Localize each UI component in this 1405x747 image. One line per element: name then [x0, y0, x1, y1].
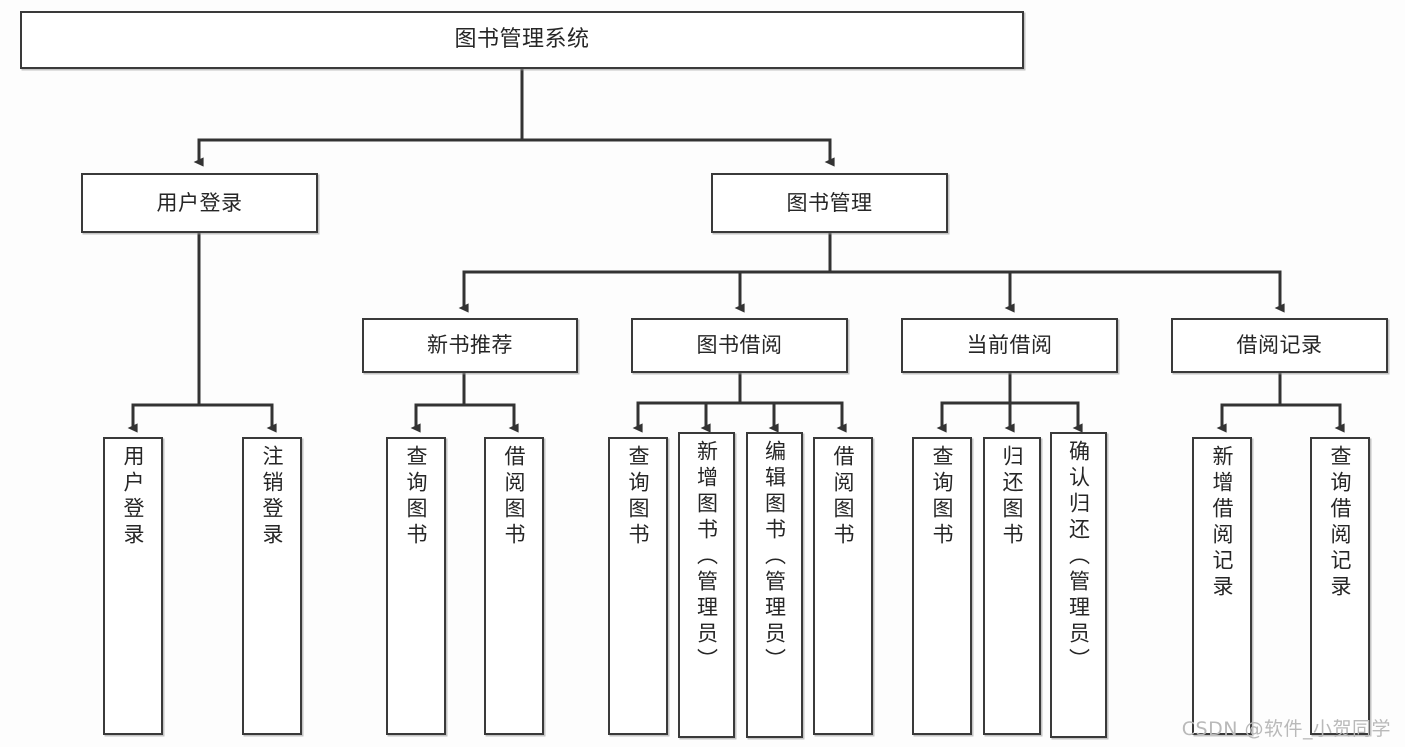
node-root[interactable]: 图书管理系统	[20, 11, 1024, 69]
node-book-borrow[interactable]: 图书借阅	[631, 318, 848, 373]
node-leaf-add-book-label: 新增图书（管理员）	[694, 440, 719, 674]
node-borrow-record-label: 借阅记录	[1236, 333, 1323, 358]
node-leaf-query-record[interactable]: 查询借阅记录	[1310, 437, 1370, 735]
node-leaf-query-record-label: 查询借阅记录	[1328, 445, 1353, 601]
node-leaf-borrow-book-1-label: 借阅图书	[502, 445, 527, 549]
node-new-book-rec-label: 新书推荐	[427, 333, 513, 358]
node-borrow-record[interactable]: 借阅记录	[1171, 318, 1388, 373]
node-leaf-user-login-label: 用户登录	[121, 445, 146, 549]
node-leaf-edit-book[interactable]: 编辑图书（管理员）	[746, 432, 803, 738]
node-leaf-borrow-book-1[interactable]: 借阅图书	[484, 437, 544, 735]
node-leaf-query-book-3[interactable]: 查询图书	[912, 437, 972, 735]
node-leaf-query-book-2-label: 查询图书	[626, 445, 651, 549]
node-leaf-query-book-1-label: 查询图书	[404, 445, 429, 549]
node-leaf-return-book-label: 归还图书	[1000, 445, 1025, 549]
node-leaf-query-book-2[interactable]: 查询图书	[608, 437, 668, 735]
node-new-book-rec[interactable]: 新书推荐	[362, 318, 578, 373]
node-root-label: 图书管理系统	[454, 27, 590, 53]
node-leaf-logout[interactable]: 注销登录	[242, 437, 302, 735]
node-current-borrow[interactable]: 当前借阅	[901, 318, 1118, 373]
node-user-login[interactable]: 用户登录	[81, 173, 318, 233]
node-leaf-return-book[interactable]: 归还图书	[983, 437, 1041, 735]
node-leaf-add-record[interactable]: 新增借阅记录	[1192, 437, 1252, 735]
node-leaf-query-book-3-label: 查询图书	[930, 445, 955, 549]
node-leaf-add-book[interactable]: 新增图书（管理员）	[678, 432, 735, 738]
node-leaf-confirm-return-label: 确认归还（管理员）	[1066, 440, 1091, 674]
node-leaf-borrow-book-2-label: 借阅图书	[831, 445, 856, 549]
node-user-login-label: 用户登录	[156, 190, 243, 215]
node-leaf-add-record-label: 新增借阅记录	[1210, 445, 1235, 601]
node-book-manage-label: 图书管理	[786, 190, 873, 215]
csdn-watermark: CSDN @软件_小贺同学	[1181, 718, 1391, 740]
node-leaf-borrow-book-2[interactable]: 借阅图书	[813, 437, 873, 735]
node-leaf-user-login[interactable]: 用户登录	[103, 437, 163, 735]
node-book-manage[interactable]: 图书管理	[711, 173, 948, 233]
node-leaf-logout-label: 注销登录	[260, 445, 285, 549]
node-current-borrow-label: 当前借阅	[966, 333, 1053, 358]
node-leaf-edit-book-label: 编辑图书（管理员）	[762, 440, 787, 674]
node-book-borrow-label: 图书借阅	[696, 333, 783, 358]
node-leaf-confirm-return[interactable]: 确认归还（管理员）	[1050, 432, 1107, 738]
node-leaf-query-book-1[interactable]: 查询图书	[386, 437, 446, 735]
